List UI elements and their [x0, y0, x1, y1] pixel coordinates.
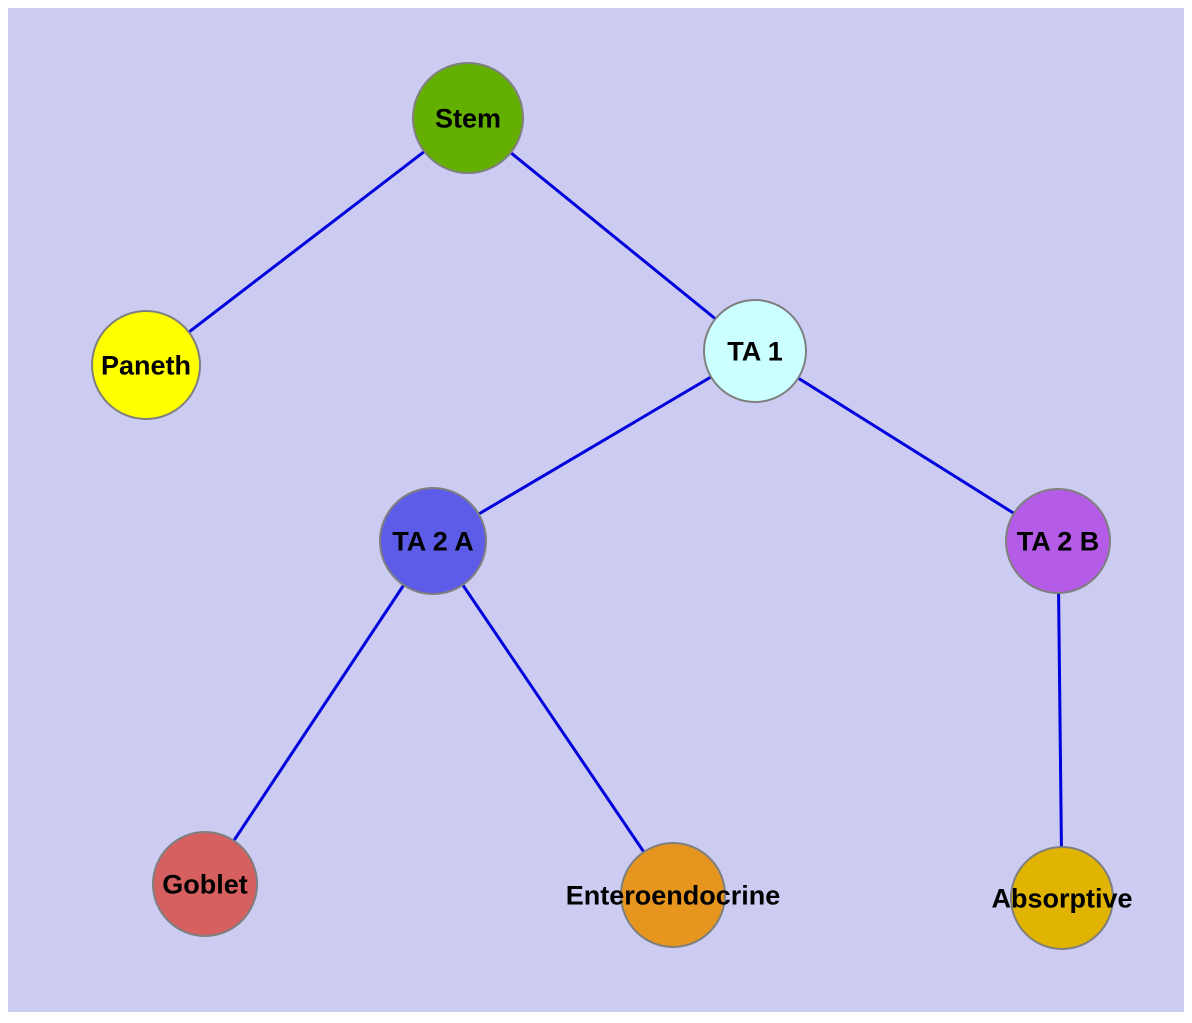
node-paneth[interactable]: Paneth — [91, 310, 201, 420]
edge-ta2a-enteroendocrine — [431, 540, 675, 896]
edge-ta1-ta2b — [754, 349, 1059, 543]
node-ta2a[interactable]: TA 2 A — [379, 487, 487, 595]
absorptive-circle[interactable] — [1010, 846, 1114, 950]
goblet-circle[interactable] — [152, 831, 258, 937]
ta2b-circle[interactable] — [1005, 488, 1111, 594]
ta2a-circle[interactable] — [379, 487, 487, 595]
node-ta1[interactable]: TA 1 — [703, 299, 807, 403]
stem-circle[interactable] — [412, 62, 524, 174]
edge-ta2b-absorptive — [1056, 540, 1064, 899]
edge-ta2a-goblet — [203, 540, 435, 885]
edge-ta1-ta2a — [432, 349, 756, 543]
edge-stem-ta1 — [467, 116, 756, 353]
ta1-circle[interactable] — [703, 299, 807, 403]
node-ta2b[interactable]: TA 2 B — [1005, 488, 1111, 594]
edge-stem-paneth — [145, 116, 469, 367]
enteroendocrine-circle[interactable] — [620, 842, 726, 948]
paneth-circle[interactable] — [91, 310, 201, 420]
node-stem[interactable]: Stem — [412, 62, 524, 174]
node-goblet[interactable]: Goblet — [152, 831, 258, 937]
edges-layer — [145, 116, 1064, 899]
